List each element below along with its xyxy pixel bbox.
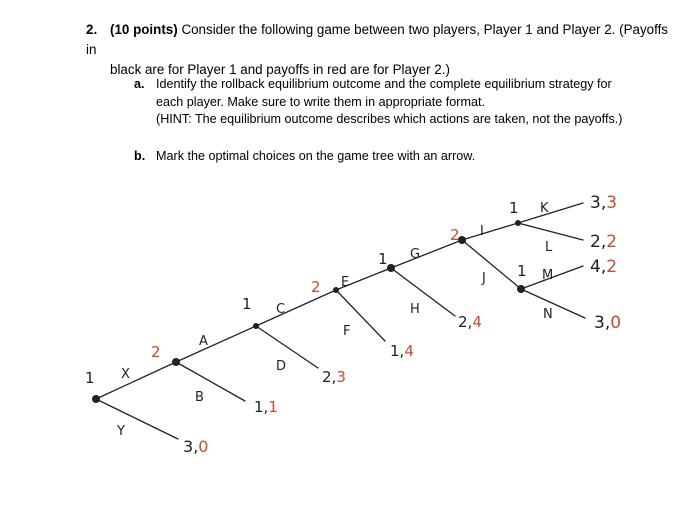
branch-b xyxy=(175,361,246,402)
question-text-line1: Consider the following game between two … xyxy=(86,22,668,57)
part-a-line3: (HINT: The equilibrium outcome describes… xyxy=(156,112,623,126)
payoff-y: 3,0 xyxy=(183,437,208,456)
node-label-2: 2 xyxy=(151,343,161,361)
action-x: X xyxy=(121,367,130,382)
payoff-d: 2,3 xyxy=(322,368,346,386)
node-label-1: 1 xyxy=(85,369,95,387)
action-j: J xyxy=(481,271,486,286)
action-g: G xyxy=(410,247,420,262)
action-k: K xyxy=(540,201,549,216)
payoff-y-p2: 0 xyxy=(198,437,208,456)
branch-i xyxy=(461,222,519,241)
payoff-f: 1,4 xyxy=(390,342,414,360)
question-points: (10 points) xyxy=(110,22,178,37)
payoff-y-p1: 3 xyxy=(183,437,193,456)
payoff-m: 4,2 xyxy=(590,257,617,277)
payoff-k: 3,3 xyxy=(590,193,617,213)
node-2a xyxy=(172,358,180,366)
payoff-h: 2,4 xyxy=(458,313,482,331)
action-d: D xyxy=(276,359,286,374)
part-a: a. Identify the rollback equilibrium out… xyxy=(134,76,654,129)
payoff-n: 3,0 xyxy=(594,313,621,333)
part-a-label: a. xyxy=(134,77,145,91)
question-number: 2. xyxy=(86,22,98,37)
branch-y xyxy=(95,398,179,440)
part-a-line2: each player. Make sure to write them in … xyxy=(156,94,485,109)
action-y: Y xyxy=(116,424,125,439)
node-label-3: 1 xyxy=(242,295,252,313)
node-1g xyxy=(387,264,395,272)
node-label-6: 2 xyxy=(450,226,460,244)
part-b-line1: Mark the optimal choices on the game tre… xyxy=(156,149,476,163)
action-a: A xyxy=(199,334,208,349)
action-l: L xyxy=(545,240,553,255)
branch-f xyxy=(335,289,386,342)
action-m: M xyxy=(542,268,553,283)
branch-l xyxy=(517,222,584,241)
question-header: 2. (10 points) Consider the following gam… xyxy=(86,20,676,80)
branch-n xyxy=(520,288,586,319)
action-f: F xyxy=(343,324,350,339)
action-c: C xyxy=(276,302,285,317)
part-a-line1: Identify the rollback equilibrium outcom… xyxy=(156,77,612,91)
node-label-5: 1 xyxy=(378,250,388,268)
action-b: B xyxy=(195,390,204,405)
branch-k xyxy=(517,202,584,224)
branch-g xyxy=(390,239,463,269)
action-h: H xyxy=(410,302,420,317)
node-1c xyxy=(253,323,259,329)
action-e: E xyxy=(341,275,349,290)
branch-x xyxy=(95,361,177,400)
branch-a xyxy=(175,325,257,363)
branch-j xyxy=(461,239,522,290)
payoff-b: 1,1 xyxy=(254,398,278,416)
node-1m xyxy=(517,285,525,293)
node-root xyxy=(92,395,100,403)
action-n: N xyxy=(543,307,553,322)
node-2e xyxy=(333,287,339,293)
branch-m xyxy=(520,265,584,290)
question-text-line2: black are for Player 1 and payoffs in re… xyxy=(110,62,450,77)
part-b-label: b. xyxy=(134,149,146,163)
payoff-l: 2,2 xyxy=(590,232,617,252)
branch-h xyxy=(390,267,456,317)
branch-e xyxy=(335,267,392,291)
action-i: I xyxy=(480,224,484,239)
branch-d xyxy=(255,325,319,369)
branch-c xyxy=(255,289,337,327)
node-2i xyxy=(458,236,466,244)
node-label-8: 1 xyxy=(517,262,527,280)
node-label-4: 2 xyxy=(311,278,321,296)
node-label-7: 1 xyxy=(509,199,519,217)
node-1k xyxy=(515,220,521,226)
part-b: b. Mark the optimal choices on the game … xyxy=(134,148,654,166)
